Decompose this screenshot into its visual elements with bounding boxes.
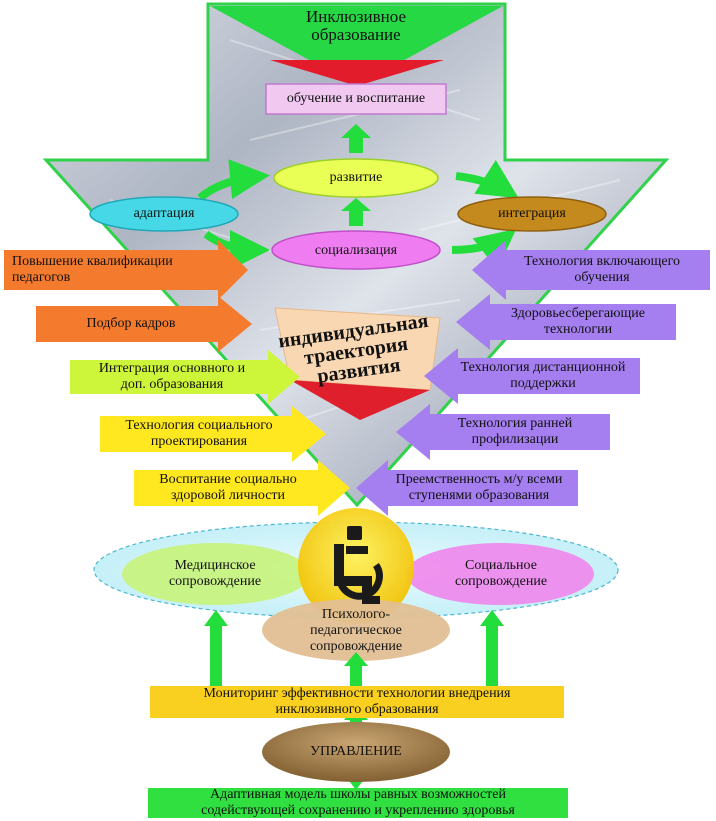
social-oval: [406, 543, 594, 605]
psych-support-label: Психолого- педагогическое сопровождение: [309, 607, 403, 654]
oval-integraciya: [457, 196, 607, 232]
right-arrow-1: Технология включающего обучения: [524, 254, 680, 285]
oval-razvitie-label: развитие: [329, 170, 383, 186]
monitoring-label: Мониторинг эффективности технологии внед…: [203, 686, 511, 717]
right-arrow-4: Технология ранней профилизации: [457, 416, 573, 447]
oval-socializaciya-label: социализация: [314, 243, 398, 259]
title-triangle: [210, 6, 503, 86]
right-arrow-5: Преемственность м/у всеми ступенями обра…: [395, 472, 563, 503]
right-arrow-3: Технология дистанционной поддержки: [460, 360, 626, 391]
oval-adaptaciya-label: адаптация: [133, 206, 195, 222]
left-arrow-1: Повышение квалификации педагогов: [12, 254, 173, 285]
bottom-label: Адаптивная модель школы равных возможнос…: [201, 787, 515, 818]
management-oval: [262, 722, 450, 782]
medical-oval: [122, 543, 310, 605]
main-title: Инклюзивное образование: [305, 7, 406, 44]
psych-oval: [262, 599, 450, 661]
center-circle: [298, 508, 414, 624]
upper-green-arrows: [341, 124, 371, 226]
left-arrow-2: Подбор кадров: [86, 316, 176, 332]
left-arrow-5: Воспитание социально здоровой личности: [159, 472, 297, 503]
oval-integraciya-label: интеграция: [498, 206, 566, 222]
oval-socializaciya: [271, 230, 441, 270]
social-support-label: Социальное сопровождение: [454, 558, 548, 589]
monitoring-box: [150, 686, 564, 718]
left-arrow-3: Интеграция основного и доп. образования: [98, 361, 246, 392]
top-box: [265, 83, 447, 115]
oval-adaptaciya: [89, 196, 239, 232]
oval-razvitie: [273, 158, 439, 198]
right-arrows: [356, 240, 710, 516]
wheelchair-icon: [334, 526, 383, 604]
management-label: УПРАВЛЕНИЕ: [310, 744, 402, 760]
left-arrow-4: Технология социального проектирования: [125, 418, 273, 449]
right-arrow-2: Здоровьесберегающие технологии: [511, 306, 645, 337]
bottom-box: [148, 788, 568, 818]
medical-support-label: Медицинское сопровождение: [168, 558, 262, 589]
left-arrows: [4, 240, 350, 516]
top-box-label: обучение и воспитание: [286, 91, 426, 107]
